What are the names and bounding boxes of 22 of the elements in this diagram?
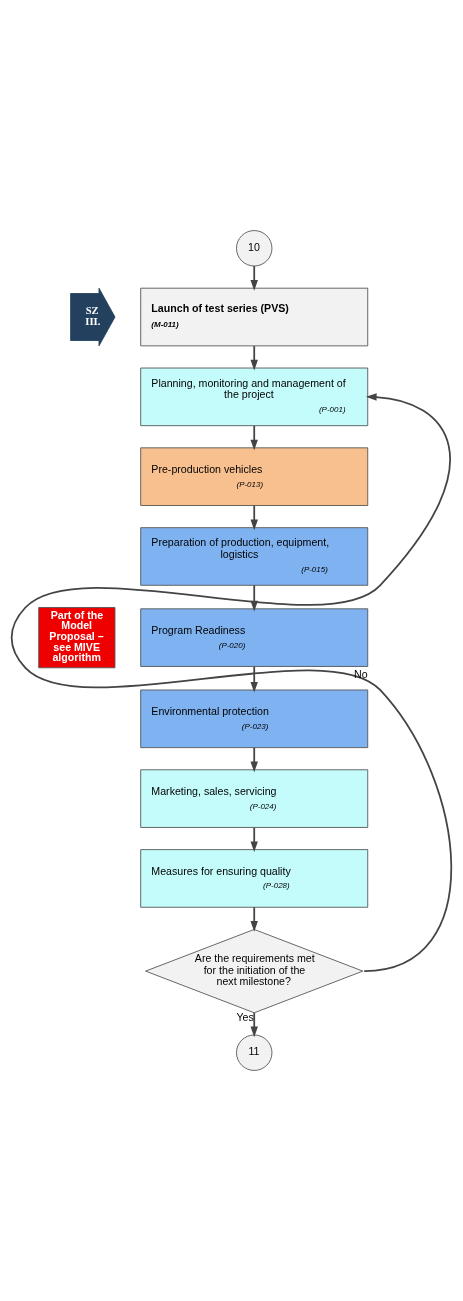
arrow	[250, 826, 258, 853]
node-box: Pre-production vehicles (P-013)	[140, 447, 369, 506]
node-circle: 11	[236, 1034, 273, 1071]
node-diamond: Are the requirements met for the initiation of the next milestone?	[145, 929, 364, 1014]
node-box: Measures for ensuring quality (P-028)	[140, 849, 369, 908]
arrow	[250, 746, 258, 773]
arrow	[250, 345, 258, 371]
node-circle: 10	[236, 230, 273, 267]
arrow	[250, 265, 258, 291]
node-box: Program Readiness (P-020)	[140, 608, 369, 667]
node-box: Part of the Model Proposal – see MIVE algorithm	[38, 607, 116, 669]
node-box: Preparation of production, equipment, logistics (P-015)	[140, 527, 369, 586]
edge-label: No	[354, 668, 368, 681]
arrow	[250, 504, 258, 531]
arrow	[250, 906, 258, 932]
node-box: Environmental protection (P-023)	[140, 689, 369, 749]
arrow	[250, 665, 258, 693]
node-box: Marketing, sales, servicing (P-024)	[140, 769, 369, 828]
arrow	[250, 425, 258, 451]
node-box: Launch of test series (PVS) (M-011)	[140, 287, 369, 347]
node-box: Planning, monitoring and management of the project (P-001)	[140, 367, 369, 427]
arrow	[10, 393, 453, 972]
